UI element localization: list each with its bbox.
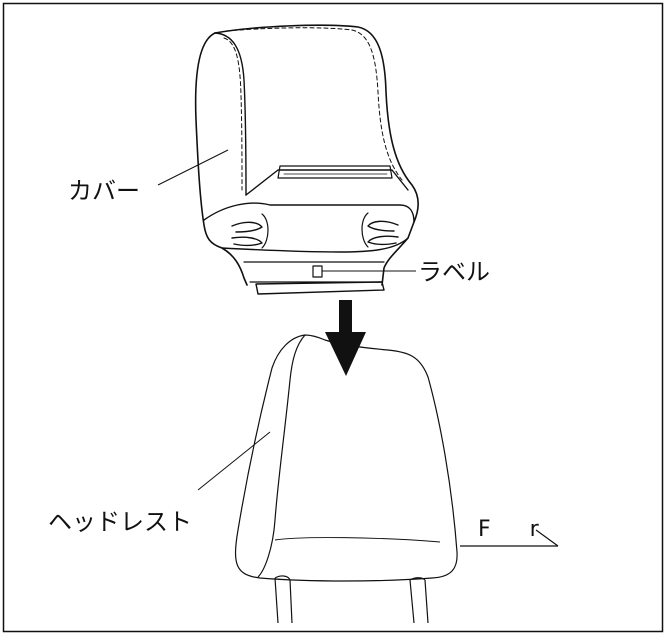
- headrest-stay-left: [274, 577, 293, 624]
- label-label: ラベル: [418, 258, 490, 286]
- label-cover: カバー: [68, 177, 140, 205]
- leader-cover: [157, 149, 229, 186]
- cover-stitching-top: [225, 27, 403, 181]
- cover-side-panel: [214, 32, 247, 196]
- cover-left-edge: [194, 32, 248, 286]
- headrest-cover: [194, 24, 420, 295]
- headrest-side-line: [257, 334, 306, 578]
- cover-flap-edge: [203, 202, 415, 223]
- label-headrest: ヘッドレスト: [48, 508, 192, 536]
- headrest-stay-right: [409, 579, 429, 624]
- right-clip-slot: [367, 220, 399, 232]
- headrest-outline: [234, 334, 458, 582]
- leader-headrest: [197, 431, 271, 491]
- cover-inner-strip: [277, 165, 393, 179]
- cover-tag: [312, 265, 323, 278]
- front-direction-arrow-icon: [460, 529, 559, 547]
- label-front: F r: [478, 517, 555, 542]
- headrest: [234, 334, 458, 624]
- left-clip-slot: [231, 221, 263, 233]
- down-arrow-icon: [325, 300, 366, 376]
- cover-bottom-rail: [255, 281, 385, 295]
- cover-stitching-side: [223, 37, 243, 191]
